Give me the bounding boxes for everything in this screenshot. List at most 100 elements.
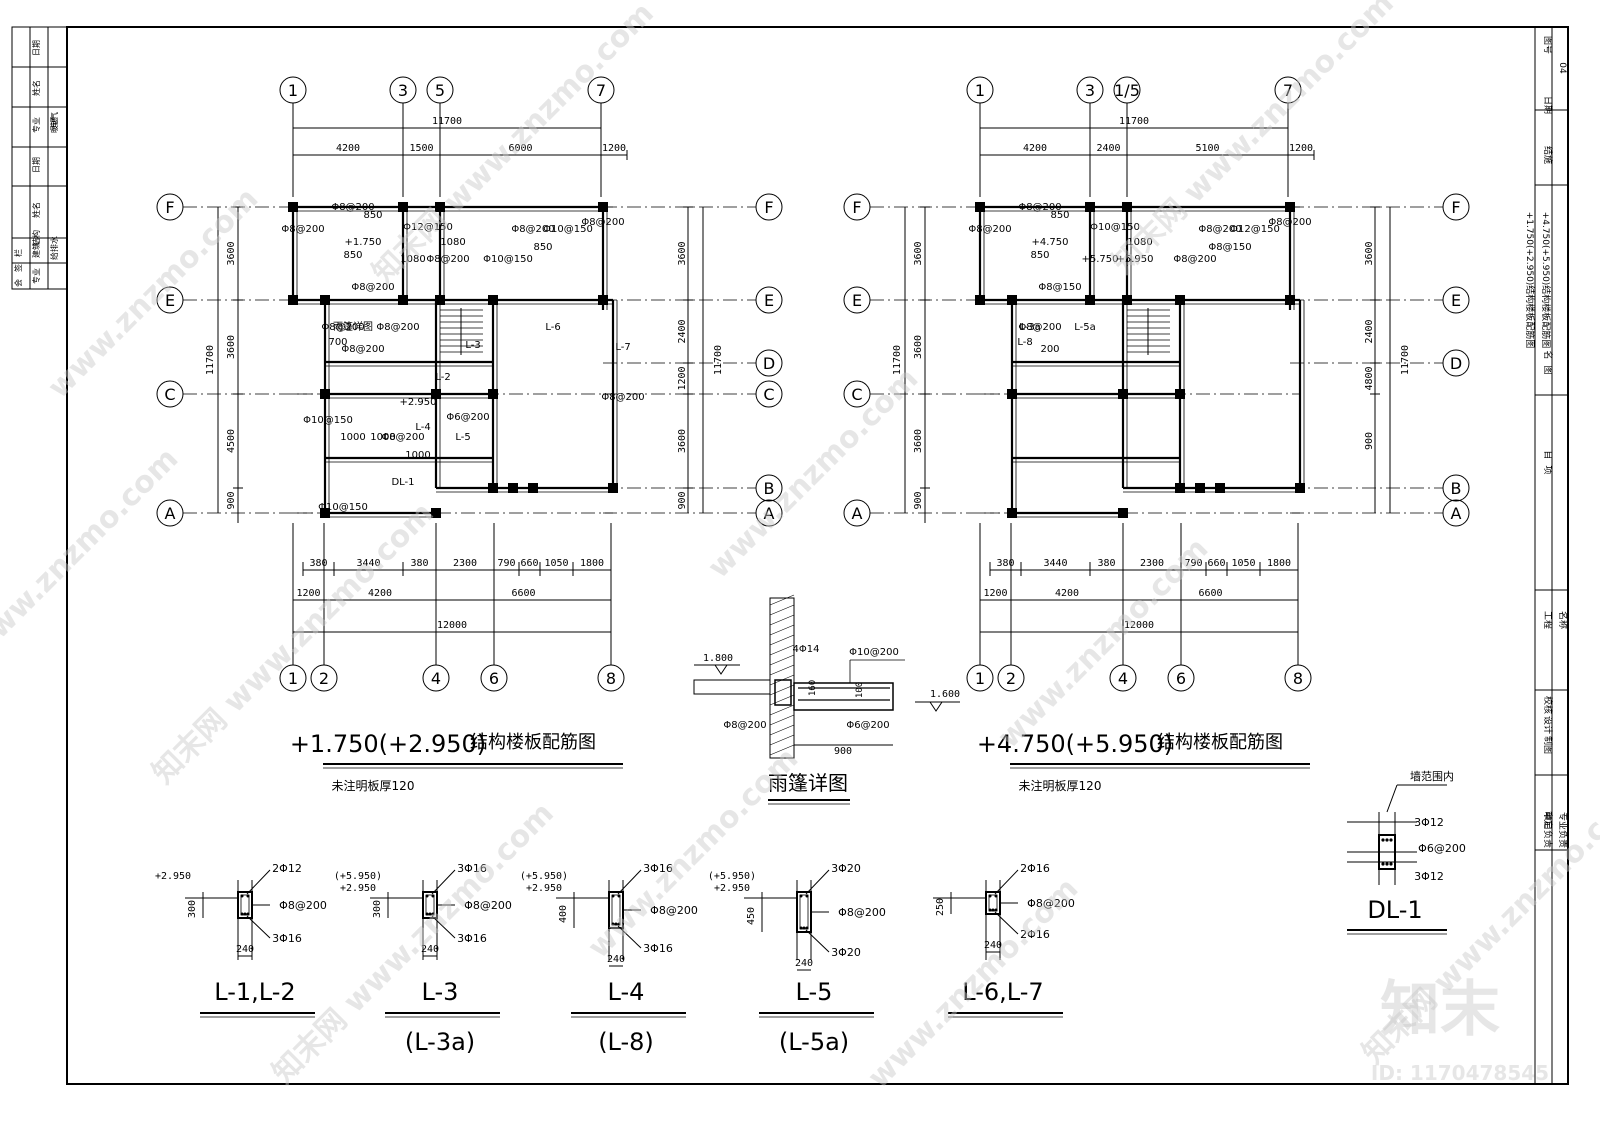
column xyxy=(1295,483,1305,493)
column xyxy=(488,389,498,399)
bottom-axis-1: 1 xyxy=(288,669,298,688)
strip-label-left: 建筑 xyxy=(31,242,41,258)
title-block-text: 审定 xyxy=(1542,811,1554,829)
top-axis-7: 7 xyxy=(596,81,606,100)
rebar-dot xyxy=(1389,838,1393,842)
rebar-label: 850 xyxy=(1050,210,1069,221)
beam-elev: (+5.950) xyxy=(334,871,382,882)
line xyxy=(769,694,795,706)
rebar-dot xyxy=(799,894,803,898)
strip-label-left: 给排水 xyxy=(49,236,59,260)
rebar-dot xyxy=(611,922,615,926)
rebar-dot xyxy=(805,926,809,930)
left-axis-A: A xyxy=(165,504,176,523)
plan-note: 未注明板厚120 xyxy=(332,778,415,793)
beam-sections: +2.9503002Φ12Φ8@2003Φ16240L-1,L-2(+5.950… xyxy=(155,862,1075,1056)
right-axis-A: A xyxy=(764,504,775,523)
rebar-dot xyxy=(246,912,250,916)
right-dim: 900 xyxy=(677,491,688,509)
beam-stirrup: Φ8@200 xyxy=(838,906,886,919)
beam-bot-bar: 3Φ16 xyxy=(643,942,673,955)
left-dim: 3600 xyxy=(226,335,237,359)
beam-stirrup: Φ8@200 xyxy=(464,899,512,912)
rebar-dot xyxy=(240,894,244,898)
bottom-dim-1: 1050 xyxy=(544,558,568,569)
left-strip-frame xyxy=(11,26,68,290)
bottom-dim-1: 2300 xyxy=(453,558,477,569)
rebar-dot xyxy=(617,894,621,898)
top-axis-3: 3 xyxy=(1085,81,1095,100)
bottom-axis-1: 1 xyxy=(975,669,985,688)
rebar-label: Φ10@150 xyxy=(483,254,533,265)
rebar-label: 雨篷详图 xyxy=(333,320,373,333)
beam-label: L-3 xyxy=(422,978,459,1006)
strip-label-left: 会 xyxy=(13,279,23,287)
watermark-text: 知末网 www.znzmo.com xyxy=(1106,0,1401,281)
rebar-dot xyxy=(614,922,618,926)
rebar-label: L-8 xyxy=(1017,337,1032,348)
column xyxy=(435,295,445,305)
bottom-dim-1: 380 xyxy=(309,558,327,569)
rebar-dot xyxy=(1385,838,1389,842)
rebar-label: Φ10@150 xyxy=(543,224,593,235)
beam-w: 240 xyxy=(607,954,625,965)
column xyxy=(1175,295,1185,305)
rebar-label: L-6 xyxy=(545,322,560,333)
rebar-label: L-3a xyxy=(1019,322,1041,333)
watermark-text: www.znzmo.com xyxy=(41,181,265,405)
column xyxy=(488,483,498,493)
canopy-beam xyxy=(774,679,792,706)
beam-top-bar: 3Φ20 xyxy=(831,862,861,875)
line xyxy=(769,684,795,696)
rebar-label: Φ8@200 xyxy=(321,322,364,333)
rebar-label: Φ8@200 xyxy=(511,224,554,235)
title-block-text: 制图 xyxy=(1542,736,1554,754)
bottom-dim-1: 1050 xyxy=(1231,558,1255,569)
line xyxy=(994,911,1019,935)
line xyxy=(769,654,795,666)
beam-h: 450 xyxy=(746,907,757,925)
rebar-dot xyxy=(1381,838,1385,842)
right-dim: 4800 xyxy=(1364,366,1375,390)
right-dim: 2400 xyxy=(1364,319,1375,343)
rebar-dot xyxy=(805,894,809,898)
line xyxy=(769,714,795,726)
rebar-label: +2.950 xyxy=(399,397,436,408)
left-axis-A: A xyxy=(852,504,863,523)
rebar-dot xyxy=(1381,862,1385,866)
rebar-label: Φ8@200 xyxy=(331,202,374,213)
rebar-label: Φ8@200 xyxy=(341,344,384,355)
bottom-axis-8: 8 xyxy=(1293,669,1303,688)
column xyxy=(1215,483,1225,493)
column xyxy=(1007,508,1017,518)
line xyxy=(769,704,795,716)
rebar-label: Φ12@150 xyxy=(1230,224,1280,235)
rebar-label: Φ8@150 xyxy=(1208,242,1251,253)
bottom-dim-1: 1800 xyxy=(580,558,604,569)
strip-label-left: 日期 xyxy=(32,157,41,173)
left-dim: 900 xyxy=(913,491,924,509)
dl1-top-bar: 3Φ12 xyxy=(1414,816,1444,829)
right-total-dim: 11700 xyxy=(1400,345,1411,375)
canopy-slab xyxy=(793,682,894,711)
line xyxy=(246,869,271,895)
watermark-text: www.znzmo.com xyxy=(861,871,1085,1095)
plan-title-suffix: 结构楼板配筋图 xyxy=(470,732,596,753)
right-dim: 3600 xyxy=(677,241,688,265)
rebar-label: Φ8@200 xyxy=(581,217,624,228)
line xyxy=(769,724,795,736)
strip-label-left: 姓名 xyxy=(31,80,41,96)
plan-title-suffix: 结构楼板配筋图 xyxy=(1157,732,1283,753)
beam-w: 240 xyxy=(984,940,1002,951)
bottom-axis-8: 8 xyxy=(606,669,616,688)
rebar-dot xyxy=(431,912,435,916)
left-axis-F: F xyxy=(165,198,174,217)
rebar-label: DL-1 xyxy=(391,477,414,488)
strip-label-left: 日期 xyxy=(32,40,41,56)
bottom-dim-2: 4200 xyxy=(368,588,392,599)
rebar-label: Φ8@200 xyxy=(376,322,419,333)
title-block-text: 日期 xyxy=(1542,96,1553,114)
rebar-label: Φ10@150 xyxy=(303,415,353,426)
top-dim: 4200 xyxy=(1023,143,1047,154)
